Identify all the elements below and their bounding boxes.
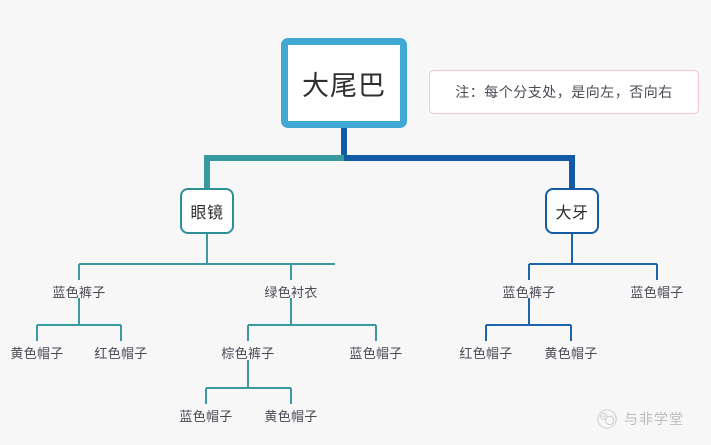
watermark-text: 与非学堂 bbox=[624, 411, 684, 427]
label-blue-hat-2: 蓝色帽子 bbox=[179, 409, 233, 424]
label-yellow-hat-3: 黄色帽子 bbox=[264, 409, 318, 424]
label-red-hat-1: 红色帽子 bbox=[94, 346, 148, 361]
watermark: 与非学堂 bbox=[596, 408, 684, 430]
label-blue-hat-1: 蓝色帽子 bbox=[349, 346, 403, 361]
label-left-green-shirt: 绿色衬衣 bbox=[264, 285, 318, 300]
label-right-blue-pants: 蓝色裤子 bbox=[502, 285, 556, 300]
label-left-blue-pants: 蓝色裤子 bbox=[52, 285, 106, 300]
label-brown-pants: 棕色裤子 bbox=[221, 346, 275, 361]
label-yellow-hat-2: 黄色帽子 bbox=[544, 346, 598, 361]
node-big-teeth[interactable]: 大牙 bbox=[545, 188, 599, 234]
note-box: 注：每个分支处，是向左，否向右 bbox=[429, 70, 699, 114]
node-glasses[interactable]: 眼镜 bbox=[180, 188, 234, 234]
node-root[interactable]: 大尾巴 bbox=[281, 38, 407, 128]
note-text: 注：每个分支处，是向左，否向右 bbox=[455, 84, 673, 100]
node-root-label: 大尾巴 bbox=[302, 70, 386, 101]
node-glasses-label: 眼镜 bbox=[190, 205, 224, 222]
label-yellow-hat-1: 黄色帽子 bbox=[10, 346, 64, 361]
camera-logo-icon bbox=[596, 408, 618, 430]
label-right-blue-hat: 蓝色帽子 bbox=[630, 285, 684, 300]
label-red-hat-2: 红色帽子 bbox=[459, 346, 513, 361]
node-big-teeth-label: 大牙 bbox=[555, 205, 589, 222]
